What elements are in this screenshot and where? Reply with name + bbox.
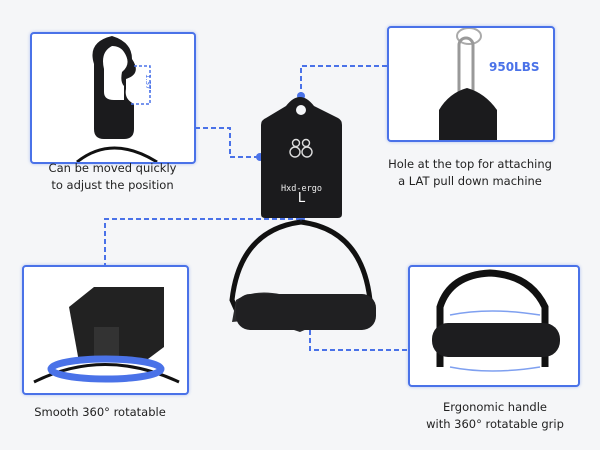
hook-image <box>76 36 158 162</box>
swivel-caption: Smooth 360° rotatable <box>34 405 166 419</box>
brand-logo-icon <box>289 138 313 158</box>
hole-caption: Hole at the top for attaching a LAT pull… <box>388 157 552 188</box>
load-rating: 950LBS <box>489 60 540 74</box>
hook-caption: Can be moved quickly to adjust the posit… <box>48 161 177 192</box>
grip-image <box>432 269 560 372</box>
rotate-arrow-icon <box>47 355 165 383</box>
swivel-detail-panel <box>22 265 189 395</box>
brand-name: Hxd-ergo <box>281 184 322 194</box>
carabiner-image <box>439 28 497 140</box>
hole-detail-panel: 950LBS <box>387 26 555 142</box>
grip-caption: Ergonomic handle with 360° rotatable gri… <box>426 400 564 431</box>
hook-detail-panel: 1.37" <box>30 32 196 164</box>
size-label: L <box>297 191 306 206</box>
grip-detail-panel <box>408 265 580 387</box>
dimension-label: 1.37" <box>144 74 152 93</box>
swivel-image <box>33 287 180 384</box>
